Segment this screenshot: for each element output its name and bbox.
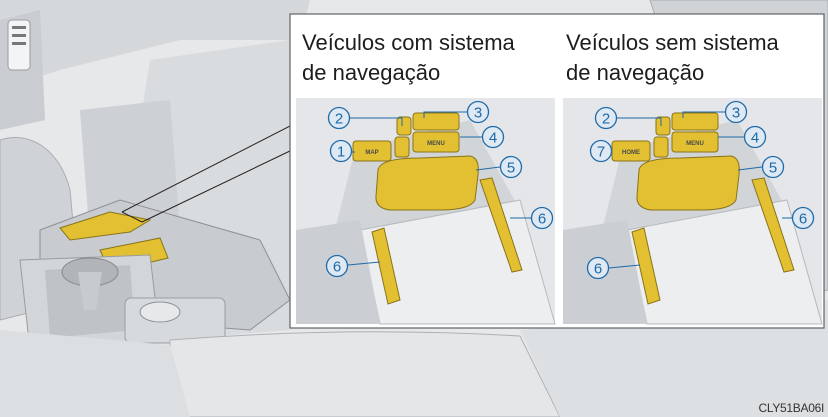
callout-left-g: 6 bbox=[333, 259, 341, 276]
panel-left-callouts: 2 3 1 4 5 6 6 bbox=[325, 100, 554, 278]
panel-right-title: Veículos sem sistema de navegação bbox=[566, 28, 816, 88]
callout-left-b: 3 bbox=[474, 105, 482, 122]
panel-right-title-line1: Veículos sem sistema bbox=[566, 30, 779, 55]
callout-right-d: 4 bbox=[751, 130, 759, 147]
panel-right-callouts: 2 3 7 4 5 6 6 bbox=[586, 100, 815, 280]
figure-code: CLY51BA06I bbox=[758, 401, 825, 415]
panel-left-menu-label: MENU bbox=[427, 141, 445, 147]
panel-left-map-label: MAP bbox=[365, 150, 378, 156]
callout-right-b: 3 bbox=[732, 105, 740, 122]
callout-left-c: 1 bbox=[337, 144, 345, 161]
callout-right-a: 2 bbox=[602, 111, 610, 128]
callout-right-f: 6 bbox=[799, 211, 807, 228]
panel-right-menu-label: MENU bbox=[686, 141, 704, 147]
panel-right-home-label: HOME bbox=[622, 150, 640, 156]
callout-left-f: 6 bbox=[538, 211, 546, 228]
callout-right-c: 7 bbox=[597, 144, 605, 161]
panel-right-title-line2: de navegação bbox=[566, 60, 705, 85]
callout-left-e: 5 bbox=[507, 160, 515, 177]
callout-right-e: 5 bbox=[769, 160, 777, 177]
panel-right-image bbox=[563, 98, 823, 325]
callout-left-a: 2 bbox=[335, 111, 343, 128]
panel-left-title-line1: Veículos com sistema bbox=[302, 30, 515, 55]
panel-left-image bbox=[296, 98, 556, 325]
callout-right-g: 6 bbox=[594, 261, 602, 278]
panel-left-title: Veículos com sistema de navegação bbox=[302, 28, 552, 88]
panel-left-title-line2: de navegação bbox=[302, 60, 441, 85]
callout-left-d: 4 bbox=[489, 130, 497, 147]
